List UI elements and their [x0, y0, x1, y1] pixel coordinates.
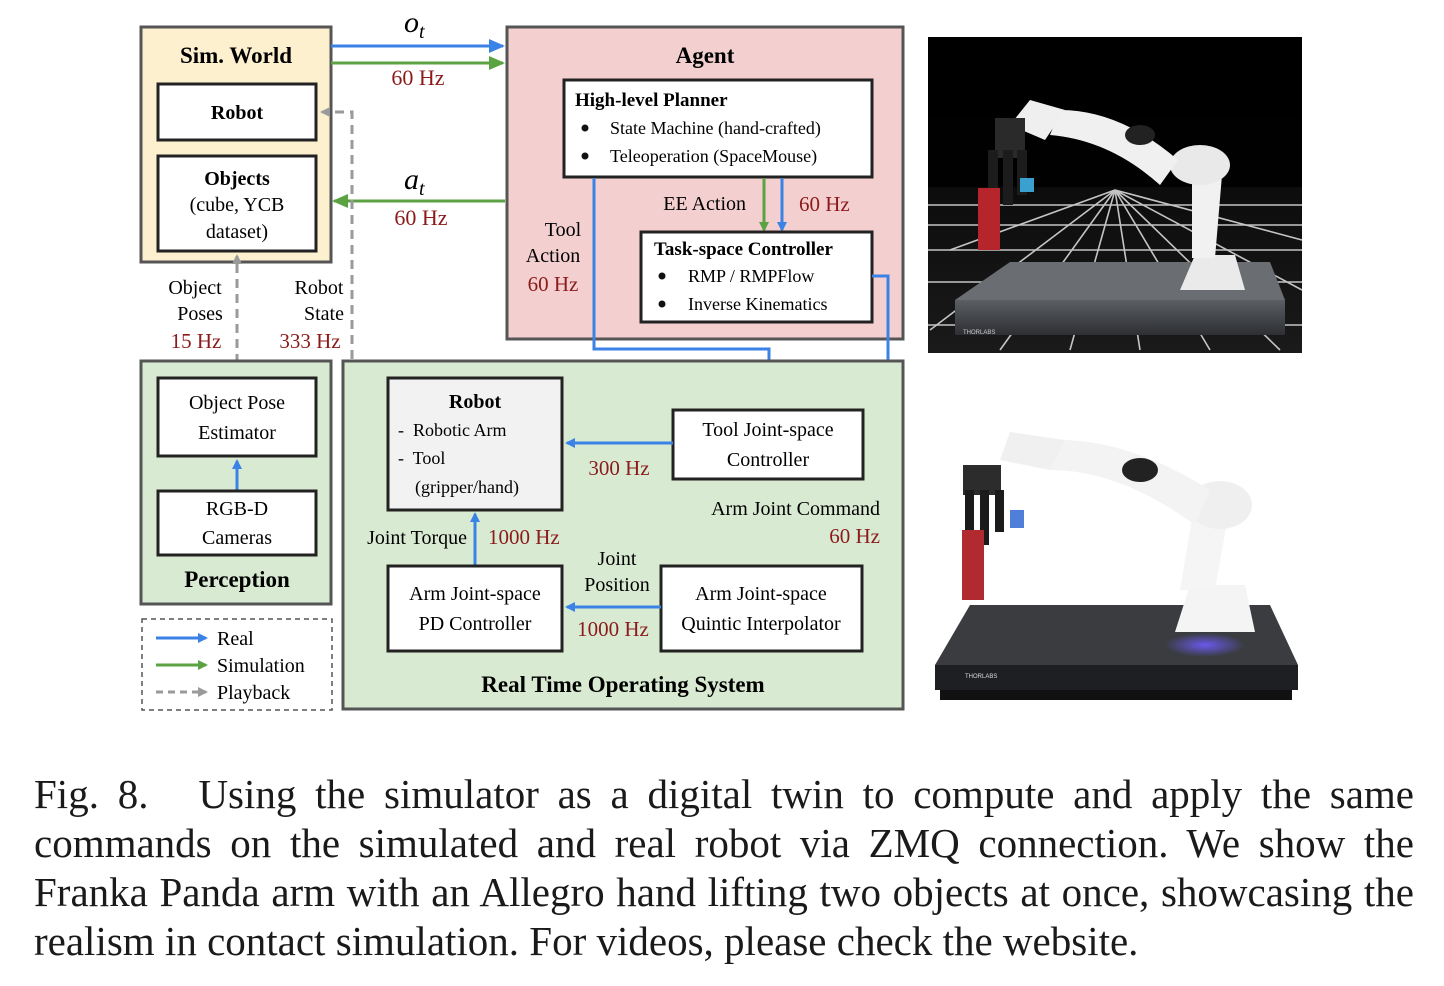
figure-caption: Fig. 8.Using the simulator as a digital … — [34, 770, 1414, 966]
action-arrow-group: at 60 Hz — [332, 163, 505, 230]
pd-controller-line-2: PD Controller — [419, 613, 532, 635]
controller-item: Inverse Kinematics — [688, 294, 827, 314]
object-poses-line-1: Object — [168, 277, 222, 299]
arm-joint-command-label: Arm Joint Command — [711, 498, 880, 520]
legend-real-label: Real — [217, 628, 254, 650]
legend-sim-label: Simulation — [217, 655, 305, 677]
ee-action-rate: 60 Hz — [799, 192, 850, 216]
tool-controller-line-1: Tool Joint-space — [702, 419, 833, 441]
sim-objects-line-2: (cube, YCB — [190, 194, 285, 216]
cameras-box — [156, 489, 318, 557]
object-poses-rate: 15 Hz — [171, 329, 222, 353]
tool-action-line-2: Action — [526, 245, 580, 267]
joint-position-rate: 1000 Hz — [577, 617, 649, 641]
interpolator-box — [659, 564, 864, 653]
pd-controller-box — [386, 564, 564, 653]
rtos-robot-item: - Robotic Arm — [398, 420, 507, 440]
interpolator-line-2: Quintic Interpolator — [681, 613, 841, 635]
sim-photo-logo: THORLABS — [963, 330, 995, 336]
sim-objects-line-3: dataset) — [206, 221, 268, 243]
obs-symbol: ot — [404, 6, 425, 43]
observation-arrows: ot 60 Hz — [331, 6, 505, 90]
rtos-robot-title: Robot — [449, 391, 502, 413]
rtos-robot-item: - Tool — [398, 448, 445, 468]
real-robot-photo: THORLABS — [935, 432, 1298, 700]
rtos-group: Robot - Robotic Arm - Tool (gripper/hand… — [341, 359, 905, 711]
robot-state-line-2: State — [304, 303, 344, 325]
pd-controller-line-1: Arm Joint-space — [409, 583, 541, 605]
sim-robot-label: Robot — [211, 102, 264, 124]
sim-objects-box — [156, 154, 318, 253]
legend: Real Simulation Playback — [141, 618, 333, 711]
sim-robot-photo: THORLABS — [928, 37, 1303, 353]
perception-group: Object Pose Estimator RGB-D Cameras Perc… — [139, 359, 333, 606]
agent-title: Agent — [676, 43, 735, 68]
sim-world-group: Sim. World Robot Objects (cube, YCB data… — [139, 25, 333, 264]
joint-torque-label: Joint Torque — [367, 527, 467, 549]
planner-title: High-level Planner — [575, 90, 728, 111]
sim-world-title: Sim. World — [180, 43, 292, 68]
planner-item: State Machine (hand-crafted) — [610, 118, 821, 139]
figure-label: Fig. 8. — [34, 771, 149, 817]
tool-action-line-1: Tool — [545, 219, 582, 241]
joint-position-line-2: Position — [584, 574, 650, 596]
sim-objects-line-1: Objects — [204, 168, 270, 190]
robot-state-rate: 333 Hz — [279, 329, 340, 353]
obs-rate: 60 Hz — [391, 65, 444, 90]
controller-bullet — [658, 300, 666, 308]
action-symbol: at — [404, 163, 425, 200]
tool-rate: 300 Hz — [588, 456, 649, 480]
joint-torque-rate: 1000 Hz — [488, 525, 560, 549]
rtos-robot-box — [386, 376, 564, 512]
joint-position-line-1: Joint — [598, 548, 637, 570]
rtos-title: Real Time Operating System — [481, 672, 764, 697]
task-controller-title: Task-space Controller — [654, 239, 833, 260]
controller-item: RMP / RMPFlow — [688, 266, 814, 286]
cameras-line-1: RGB-D — [206, 498, 268, 520]
rtos-robot-item: (gripper/hand) — [415, 477, 519, 498]
tool-controller-box — [671, 408, 865, 481]
pose-estimator-line-1: Object Pose — [189, 392, 285, 414]
planner-bullet — [581, 152, 589, 160]
object-poses-line-2: Poses — [177, 303, 223, 325]
arm-joint-command-rate: 60 Hz — [829, 524, 880, 548]
legend-playback-label: Playback — [217, 682, 290, 704]
planner-item: Teleoperation (SpaceMouse) — [610, 146, 817, 167]
action-rate: 60 Hz — [394, 205, 447, 230]
controller-bullet — [658, 272, 666, 280]
planner-bullet — [581, 124, 589, 132]
agent-group: Agent High-level Planner State Machine (… — [505, 25, 905, 341]
caption-text: Using the simulator as a digital twin to… — [34, 771, 1415, 964]
sim-robot-box — [156, 82, 318, 142]
interpolator-line-1: Arm Joint-space — [695, 583, 827, 605]
ee-action-label: EE Action — [663, 193, 746, 215]
perception-title: Perception — [184, 567, 290, 592]
tool-action-rate: 60 Hz — [528, 272, 579, 296]
pose-estimator-box — [156, 376, 318, 458]
real-photo-logo: THORLABS — [965, 674, 997, 680]
robot-state-line-1: Robot — [295, 277, 344, 299]
tool-controller-line-2: Controller — [727, 449, 810, 471]
planner-box — [562, 78, 874, 179]
cameras-line-2: Cameras — [202, 527, 272, 549]
pose-estimator-line-2: Estimator — [198, 422, 276, 444]
system-diagram: Sim. World Robot Objects (cube, YCB data… — [139, 6, 1303, 711]
